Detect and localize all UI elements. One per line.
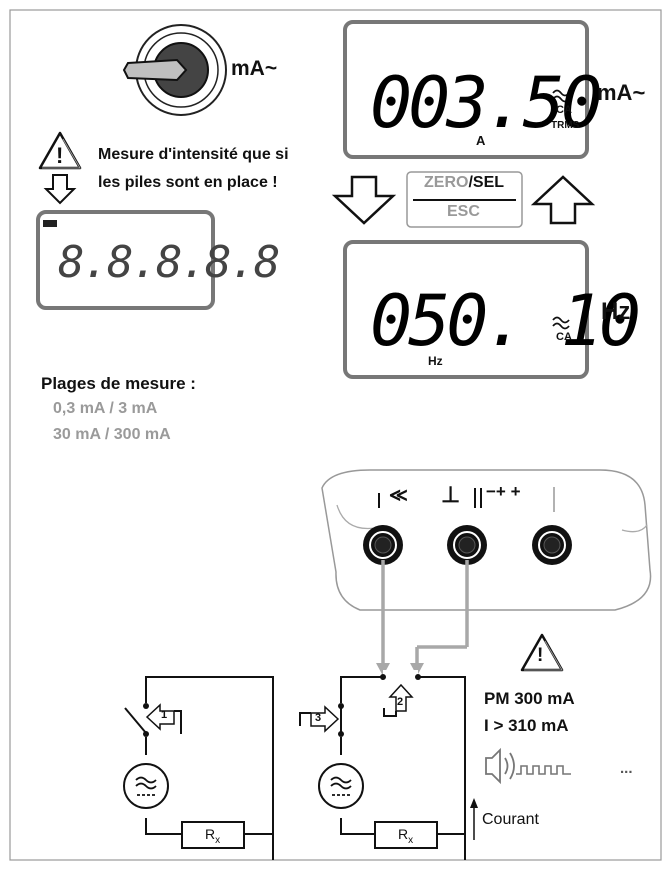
step-3-label: 3 bbox=[315, 712, 322, 724]
voltage-source-icon bbox=[123, 763, 169, 809]
lcd-test-digits: 8.8.8.8.8 bbox=[58, 237, 280, 288]
range-label-frequency: Hz bbox=[601, 298, 631, 325]
switch-position-label: mA~ bbox=[231, 57, 278, 80]
step-2-label: 2 bbox=[397, 696, 404, 708]
resistor-right-sub: x bbox=[408, 834, 414, 846]
overload-line1: PM 300 mA bbox=[484, 689, 575, 708]
ac-wave-icon bbox=[552, 89, 570, 97]
zero-sel-esc-key bbox=[406, 171, 523, 228]
battery-warning-line1: Mesure d'intensité que si bbox=[98, 146, 289, 163]
socket-symbol-mid: ⊥ bbox=[441, 482, 461, 507]
resistor-right-label: Rx bbox=[398, 826, 413, 846]
resistor-left bbox=[181, 821, 245, 849]
warning-icon bbox=[520, 633, 564, 672]
lcd-frequency-value: 050. 10 bbox=[370, 280, 641, 362]
key-top-label[interactable]: ZERO/SEL bbox=[424, 174, 504, 192]
range-label-current: mA~ bbox=[597, 80, 646, 105]
lcd-current-unit: A bbox=[476, 133, 486, 148]
lcd-current-value: 003.50 bbox=[370, 62, 603, 144]
lcd-frequency-mode: CA bbox=[556, 331, 572, 343]
step-1-label: 1 bbox=[161, 709, 168, 721]
lcd-current bbox=[343, 20, 589, 159]
key-sel: SEL bbox=[472, 174, 505, 191]
resistor-right-r: R bbox=[398, 826, 409, 842]
step-2-arrow bbox=[388, 683, 414, 712]
circuit-before bbox=[124, 676, 274, 860]
speaker-icon bbox=[485, 747, 515, 785]
ranges-line2: 30 mA / 300 mA bbox=[53, 426, 171, 443]
warning-mark: ! bbox=[537, 645, 544, 666]
step-1-arrow bbox=[145, 703, 175, 731]
input-socket-left[interactable] bbox=[363, 525, 403, 565]
overload-line2: I > 310 mA bbox=[484, 716, 569, 735]
beep-pulse-icon bbox=[516, 765, 571, 775]
resistor-left-label: Rx bbox=[205, 826, 220, 846]
key-slash: / bbox=[468, 174, 473, 191]
battery-low-icon bbox=[43, 220, 57, 227]
input-socket-right[interactable] bbox=[532, 525, 572, 565]
ranges-title: Plages de mesure : bbox=[41, 374, 196, 393]
lcd-frequency-unit: Hz bbox=[428, 354, 443, 368]
rotary-switch-icon bbox=[122, 24, 227, 116]
key-zero: ZERO bbox=[424, 174, 469, 191]
warning-mark: ! bbox=[56, 143, 64, 168]
lcd-segment-test bbox=[36, 210, 215, 310]
resistor-left-sub: x bbox=[215, 834, 221, 846]
arrow-down-icon bbox=[43, 174, 77, 205]
ac-wave-icon bbox=[552, 316, 570, 324]
socket-symbol-left: ≪ bbox=[389, 485, 408, 505]
voltage-source-icon bbox=[318, 763, 364, 809]
arrow-down-icon bbox=[331, 175, 397, 225]
socket-symbol-mid2: −+ + bbox=[486, 482, 521, 501]
page-frame bbox=[9, 9, 662, 861]
lcd-current-mode2: TRMS bbox=[551, 120, 580, 131]
arrow-up-icon bbox=[530, 175, 596, 225]
warning-icon bbox=[38, 131, 82, 170]
resistor-right bbox=[374, 821, 438, 849]
battery-warning-line2: les piles sont en place ! bbox=[98, 174, 278, 191]
lcd-frequency bbox=[343, 240, 589, 379]
lcd-current-mode: CA bbox=[556, 104, 572, 116]
test-lead-arrows bbox=[381, 560, 469, 665]
step-3-arrow bbox=[310, 705, 340, 733]
current-label: Courant bbox=[482, 811, 539, 828]
overload-ellipsis: ... bbox=[620, 760, 633, 777]
ranges-line1: 0,3 mA / 3 mA bbox=[53, 400, 158, 417]
input-socket-common[interactable] bbox=[447, 525, 487, 565]
key-esc[interactable]: ESC bbox=[447, 203, 480, 220]
resistor-left-r: R bbox=[205, 826, 216, 842]
